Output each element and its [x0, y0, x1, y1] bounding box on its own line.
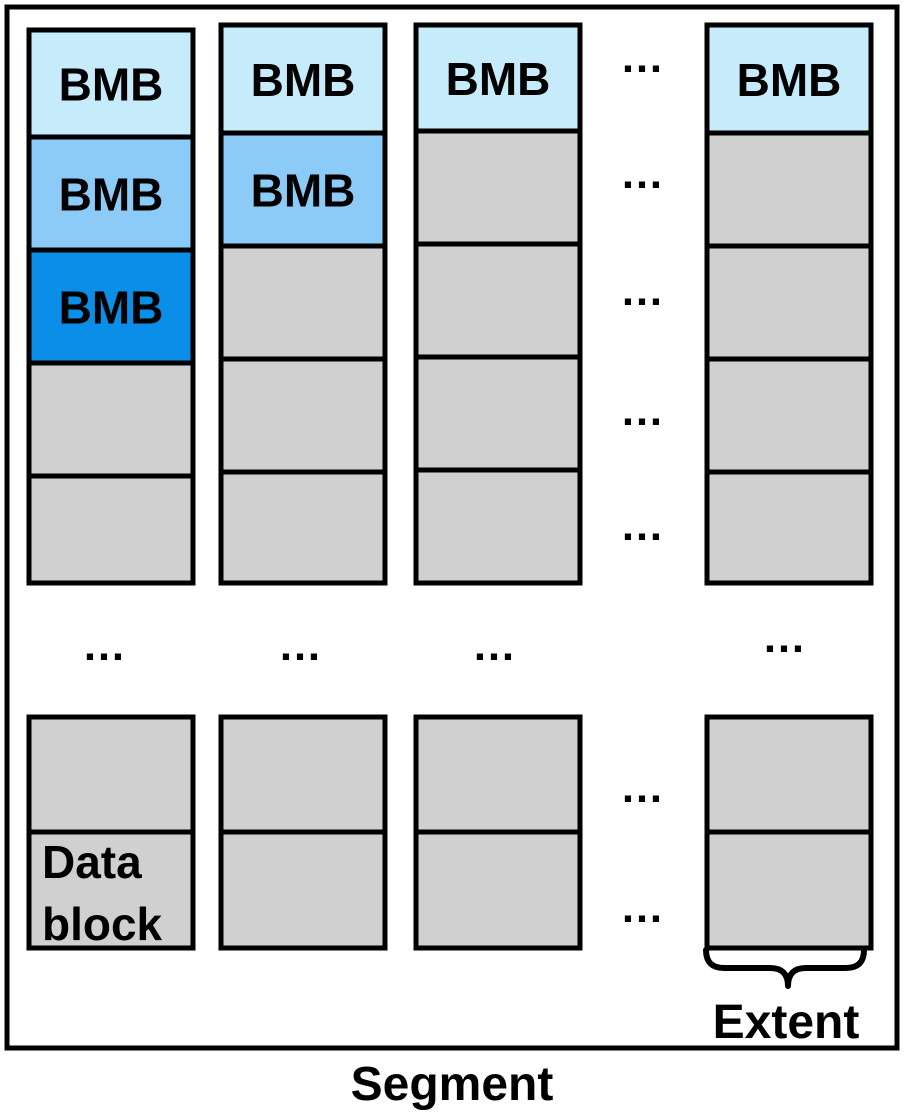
bmb-label: BMB: [59, 59, 164, 111]
bmb-label: BMB: [251, 54, 356, 106]
bmb-label: BMB: [59, 282, 164, 334]
ellipsis-vertical-gap: …: [472, 621, 516, 670]
bmb-label: BMB: [59, 169, 164, 221]
data-block: [413, 467, 583, 586]
bmb-block: [26, 247, 196, 366]
data-block: [26, 829, 196, 951]
bmb-block: [218, 130, 388, 249]
ellipsis-horizontal: …: [620, 266, 664, 315]
ellipsis-horizontal: …: [620, 501, 664, 550]
ellipsis-horizontal: …: [620, 33, 664, 82]
ellipsis-markers: … … … … … … … … … … …: [82, 33, 806, 932]
bmb-label: BMB: [737, 54, 842, 106]
bmb-block: [413, 22, 583, 134]
data-block: [413, 241, 583, 360]
data-block: [413, 829, 583, 951]
data-block: [218, 469, 388, 586]
column-1: BMB BMB BMB: [26, 27, 196, 951]
bmb-label: BMB: [251, 165, 356, 217]
ellipsis-horizontal: …: [620, 883, 664, 932]
data-block-label-line2: block: [42, 898, 163, 950]
ellipsis-horizontal: …: [620, 386, 664, 435]
ellipsis-horizontal: …: [620, 149, 664, 198]
data-block: [218, 356, 388, 475]
column-3: BMB: [413, 22, 583, 951]
bmb-block: [704, 22, 874, 136]
bmb-label: BMB: [446, 53, 551, 105]
data-block: [218, 243, 388, 362]
data-block: [413, 714, 583, 835]
data-block: [26, 473, 196, 586]
data-block: [26, 360, 196, 479]
ellipsis-vertical-gap: …: [762, 613, 806, 662]
ellipsis-horizontal: …: [620, 763, 664, 812]
data-block: [218, 829, 388, 951]
data-block: [704, 356, 874, 475]
segment-label: Segment: [351, 1058, 554, 1111]
data-block: [704, 243, 874, 362]
extent-brace: [703, 947, 867, 989]
ellipsis-vertical-gap: …: [278, 621, 322, 670]
data-block-label-line1: Data: [42, 836, 142, 888]
data-block: [704, 714, 874, 835]
data-block: [26, 714, 196, 835]
data-block: [704, 829, 874, 951]
extent-label: Extent: [713, 996, 860, 1049]
column-2: BMB BMB: [218, 22, 388, 951]
ellipsis-vertical-gap: …: [82, 621, 126, 670]
data-block: [218, 714, 388, 835]
data-block: [704, 469, 874, 586]
data-block: [704, 130, 874, 249]
extent-columns: BMB BMB BMB BMB BMB BMB BMB: [26, 22, 874, 951]
segment-border: [4, 4, 900, 1051]
data-block: [413, 354, 583, 473]
data-block: [413, 128, 583, 247]
column-last: BMB: [704, 22, 874, 951]
